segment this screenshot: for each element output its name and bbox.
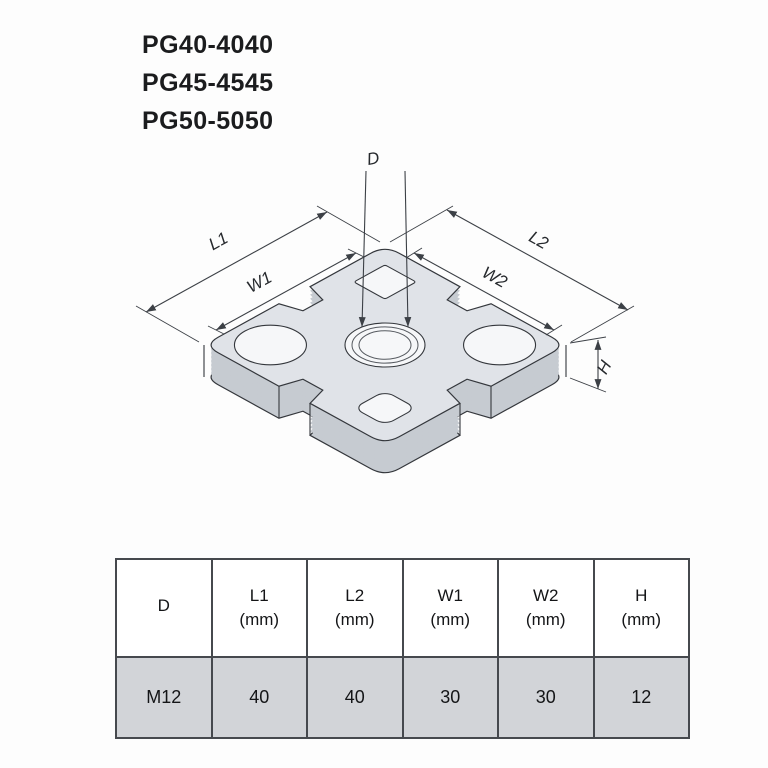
dim-label-h: H [593,357,616,377]
header-label: D [157,596,170,615]
slot-hole-right [449,317,551,373]
part-top-face [203,244,567,446]
part-number: PG45-4545 [142,69,274,97]
table-value-cell-l1: 40 [210,656,308,739]
dim-label-w1: W1 [244,268,276,297]
header-unit: (mm) [525,610,566,629]
dim-label-l1: L1 [205,228,231,254]
center-threaded-hole [328,314,441,376]
slot-hole-left [220,317,322,373]
header-label: L1 [249,586,269,605]
spec-table-value-row: M12 40 40 30 30 12 [115,656,690,739]
table-header-cell-w2: W2 (mm) [497,558,595,658]
header-unit: (mm) [239,610,280,629]
header-label: W2 [533,586,559,605]
table-value-cell-w1: 30 [401,656,499,739]
dim-label-d: D [365,148,380,169]
part-vertical-edges [203,345,567,435]
dim-label-w2: W2 [479,263,511,292]
dimension-d: D [358,148,412,328]
dim-label-l2: L2 [526,227,552,253]
header-label: W1 [437,586,464,605]
square-hole-top [354,265,416,299]
header-unit: (mm) [430,610,471,629]
table-value-cell-d: M12 [115,656,213,739]
table-value-cell-w2: 30 [497,656,595,739]
part-number-list: PG40-4040 PG45-4545 PG50-5050 [142,26,273,140]
part-number: PG50-5050 [142,107,274,135]
table-header-cell-h: H (mm) [592,558,690,658]
header-unit: (mm) [621,610,662,629]
table-header-cell-l1: L1 (mm) [210,558,308,658]
part-number: PG40-4040 [142,31,274,59]
table-header-cell-w1: W1 (mm) [401,558,499,658]
header-unit: (mm) [334,610,375,629]
table-value-cell-h: 12 [592,656,690,739]
table-header-cell-d: D [115,558,213,658]
spec-table-header-row: D L1 (mm) L2 (mm) W1 (mm) W2 (mm) H (mm) [115,558,690,658]
thread-ring-inner [348,325,422,365]
dimension-h: H [569,336,616,393]
header-label: L2 [345,586,365,605]
table-header-cell-l2: L2 (mm) [306,558,404,658]
thread-ring-outer [338,319,431,370]
rounded-hole-bottom [354,391,416,425]
header-label: H [635,586,648,605]
spec-table: D L1 (mm) L2 (mm) W1 (mm) W2 (mm) H (mm) [115,558,690,739]
table-value-cell-l2: 40 [306,656,404,739]
